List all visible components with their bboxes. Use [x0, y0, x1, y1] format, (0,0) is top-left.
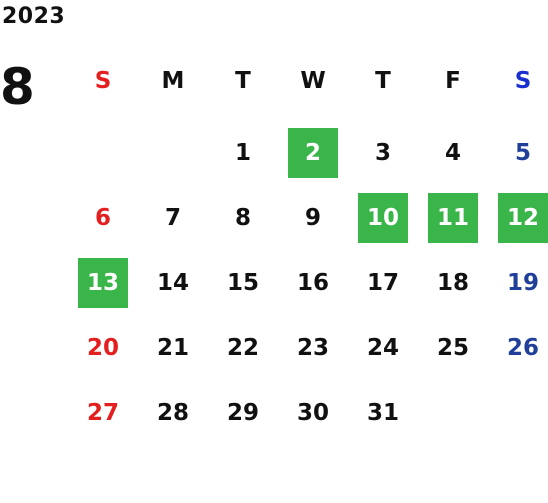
day-cell[interactable]: 4 — [444, 139, 461, 166]
day-cell — [138, 120, 208, 185]
day-cell[interactable]: 31 — [366, 399, 399, 426]
day-cell — [418, 380, 488, 445]
day-cell[interactable]: 7 — [164, 204, 181, 231]
day-cell[interactable]: 19 — [506, 269, 539, 296]
day-cell[interactable]: 28 — [156, 399, 189, 426]
day-cell[interactable]: 16 — [296, 269, 329, 296]
weekday-thursday: T — [375, 68, 391, 94]
day-cell[interactable]: 8 — [234, 204, 251, 231]
day-cell-highlighted[interactable]: 11 — [418, 185, 488, 250]
day-cell[interactable]: 22 — [226, 334, 259, 361]
weekday-monday: M — [161, 68, 185, 94]
calendar-grid: S M T W T F S 1 2 3 4 5 6 7 8 9 10 11 12… — [68, 55, 548, 445]
day-cell[interactable]: 1 — [234, 139, 251, 166]
day-cell[interactable]: 15 — [226, 269, 259, 296]
day-cell[interactable]: 24 — [366, 334, 399, 361]
day-cell[interactable]: 5 — [514, 139, 531, 166]
day-cell-highlighted[interactable]: 12 — [488, 185, 548, 250]
day-cell[interactable]: 17 — [366, 269, 399, 296]
month-number: 8 — [0, 58, 35, 116]
day-cell[interactable]: 25 — [436, 334, 469, 361]
year-label: 2023 — [2, 4, 66, 29]
day-cell[interactable]: 20 — [86, 334, 119, 361]
weekday-friday: F — [445, 68, 461, 94]
weekday-sunday: S — [94, 68, 112, 94]
weekday-saturday: S — [514, 68, 532, 94]
day-cell[interactable]: 6 — [94, 204, 111, 231]
weekday-wednesday: W — [300, 68, 326, 94]
day-cell-highlighted[interactable]: 13 — [68, 250, 138, 315]
day-cell[interactable]: 9 — [304, 204, 321, 231]
day-cell[interactable]: 3 — [374, 139, 391, 166]
day-cell[interactable]: 27 — [86, 399, 119, 426]
weekday-tuesday: T — [235, 68, 251, 94]
day-cell[interactable]: 14 — [156, 269, 189, 296]
day-cell-highlighted[interactable]: 10 — [348, 185, 418, 250]
day-cell — [488, 380, 548, 445]
day-cell[interactable]: 30 — [296, 399, 329, 426]
day-cell[interactable]: 26 — [506, 334, 539, 361]
day-cell[interactable]: 18 — [436, 269, 469, 296]
day-cell[interactable]: 21 — [156, 334, 189, 361]
day-cell-highlighted[interactable]: 2 — [278, 120, 348, 185]
day-cell — [68, 120, 138, 185]
day-cell[interactable]: 29 — [226, 399, 259, 426]
day-cell[interactable]: 23 — [296, 334, 329, 361]
